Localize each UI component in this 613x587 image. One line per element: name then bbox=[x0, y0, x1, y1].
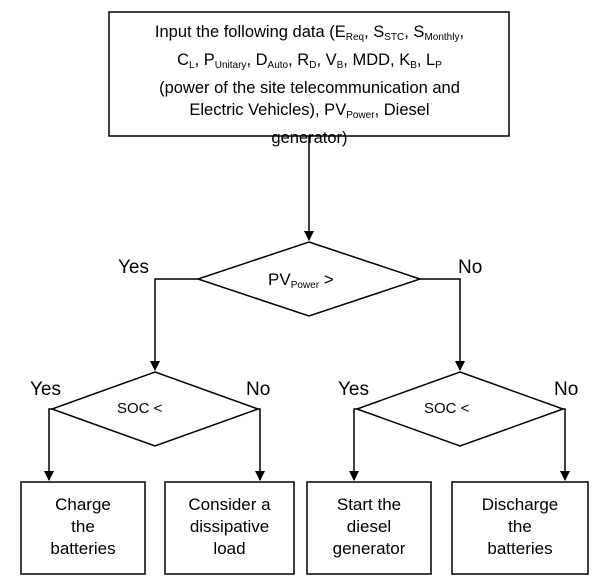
soc-right-yes-connector bbox=[349, 408, 359, 481]
input-line-1: Input the following data (EReq, SSTC, SM… bbox=[154, 23, 465, 43]
input-line-3: (power of the site telecommunication and bbox=[159, 79, 460, 97]
dissipative-line-1: Consider a bbox=[188, 495, 271, 514]
dissipative-box bbox=[164, 481, 295, 575]
soc-right-no-connector bbox=[560, 408, 570, 481]
soc-left-yes-label: Yes bbox=[30, 379, 61, 400]
discharge-box-text: Discharge the batteries bbox=[452, 494, 588, 560]
diesel-line-1: Start the bbox=[336, 495, 402, 514]
dissipative-line-2: dissipative bbox=[189, 517, 270, 536]
pv-decision-diamond bbox=[195, 241, 423, 317]
discharge-line-3: batteries bbox=[487, 539, 553, 558]
soc-right-diamond bbox=[354, 371, 566, 447]
input-box bbox=[108, 11, 510, 137]
discharge-box bbox=[451, 481, 589, 575]
pv-no-connector bbox=[420, 278, 465, 371]
soc-left-yes-connector bbox=[44, 408, 54, 481]
soc-left-diamond bbox=[49, 371, 261, 447]
diesel-line-3: generator bbox=[332, 539, 406, 558]
soc-left-no-connector bbox=[255, 408, 265, 481]
discharge-line-1: Discharge bbox=[481, 495, 559, 514]
diesel-box-text: Start the diesel generator bbox=[307, 494, 431, 560]
soc-left-label: SOC < bbox=[117, 400, 163, 417]
discharge-line-2: the bbox=[508, 517, 532, 536]
dissipative-box-text: Consider a dissipative load bbox=[165, 494, 294, 560]
charge-line-1: Charge bbox=[55, 495, 111, 514]
diesel-line-2: diesel bbox=[346, 517, 392, 536]
charge-line-2: the bbox=[71, 517, 95, 536]
charge-line-3: batteries bbox=[50, 539, 116, 558]
soc-left-no-label: No bbox=[246, 379, 271, 400]
soc-right-yes-label: Yes bbox=[338, 379, 369, 400]
input-line-5: generator) bbox=[271, 129, 348, 147]
pv-yes-connector bbox=[150, 278, 198, 371]
input-line-4: Electric Vehicles), PVPower, Diesel bbox=[189, 101, 430, 121]
dissipative-line-3: load bbox=[213, 539, 246, 558]
soc-right-no-label: No bbox=[554, 379, 579, 400]
charge-box-text: Charge the batteries bbox=[21, 494, 145, 560]
input-box-text: Input the following data (EReq, SSTC, SM… bbox=[112, 21, 507, 149]
pv-yes-label: Yes bbox=[118, 257, 149, 278]
pv-no-label: No bbox=[458, 257, 483, 278]
soc-right-label: SOC < bbox=[424, 400, 470, 417]
input-line-2: CL, PUnitary, DAuto, RD, VB, MDD, KB, LP bbox=[177, 51, 442, 71]
pv-decision-label: PVPower > bbox=[268, 270, 334, 291]
charge-box bbox=[20, 481, 146, 575]
diesel-box bbox=[306, 481, 432, 575]
